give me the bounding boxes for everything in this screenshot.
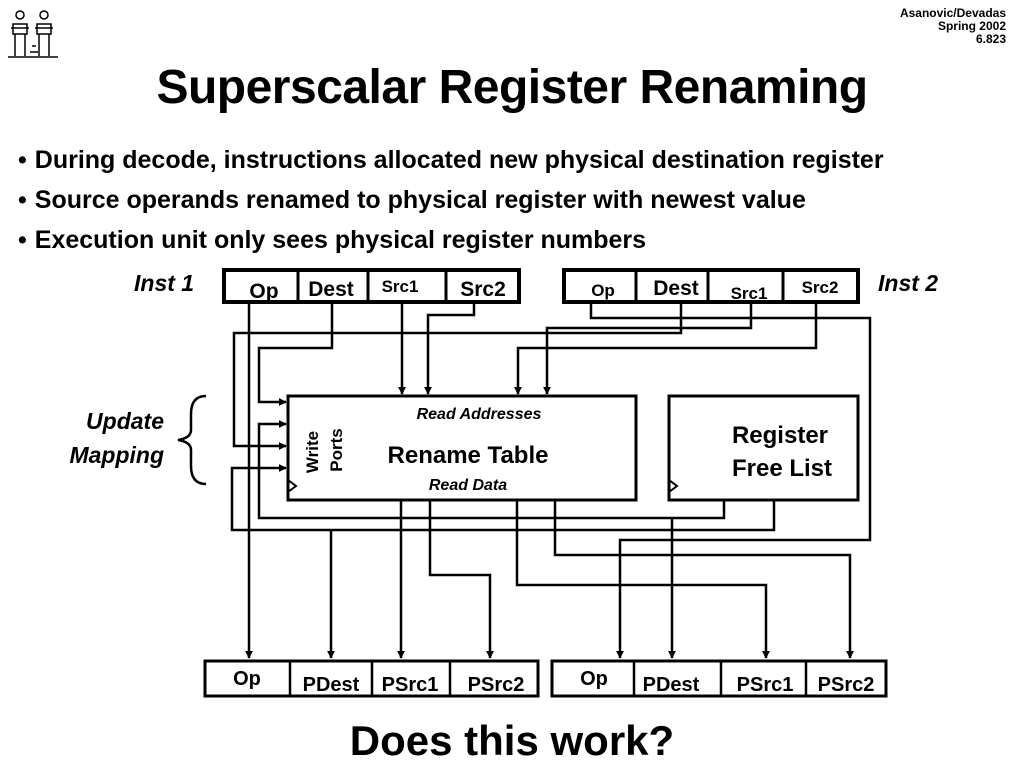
output2-pdest: PDest bbox=[643, 674, 700, 696]
inst1-src2: Src2 bbox=[460, 278, 506, 301]
bullet-source-operands: Source operands renamed to physical regi… bbox=[18, 180, 884, 220]
update-mapping-label-line2: Mapping bbox=[69, 442, 164, 468]
output2-fields: Op PDest PSrc1 PSrc2 bbox=[550, 659, 888, 698]
free-list-label-line1: Register bbox=[732, 422, 828, 449]
rename-table-label: Rename Table bbox=[388, 442, 549, 469]
inst1-label: Inst 1 bbox=[134, 270, 194, 296]
output2-register-frame bbox=[550, 659, 888, 698]
output2-psrc2: PSrc2 bbox=[818, 674, 875, 696]
read-data-label: Read Data bbox=[429, 477, 507, 494]
bullet-decode: During decode, instructions allocated ne… bbox=[18, 140, 884, 180]
inst1-fields: Op Dest Src1 Src2 bbox=[222, 268, 521, 304]
inst1-dest: Dest bbox=[308, 278, 354, 301]
inst2-dest: Dest bbox=[653, 277, 699, 300]
inst2-register-frame bbox=[562, 268, 860, 304]
register-free-list-box: Register Free List bbox=[667, 394, 860, 502]
inst2-op: Op bbox=[591, 281, 615, 300]
rename-table-box: Read Addresses Rename Table Read Data Wr… bbox=[286, 394, 638, 502]
inst1-src1: Src1 bbox=[382, 277, 419, 296]
free-list-label-line2: Free List bbox=[732, 455, 832, 482]
inst1-op: Op bbox=[249, 280, 278, 303]
update-mapping-brace bbox=[177, 394, 207, 486]
credit-course: 6.823 bbox=[975, 32, 1006, 46]
credit-term: Spring 2002 bbox=[937, 19, 1006, 33]
inst2-fields: Op Dest Src1 Src2 bbox=[562, 268, 860, 304]
mit-logo-icon bbox=[8, 10, 58, 58]
wires bbox=[230, 302, 872, 659]
inst2-label: Inst 2 bbox=[878, 270, 938, 296]
bullet-execution-unit: Execution unit only sees physical regist… bbox=[18, 220, 884, 260]
output1-fields: Op PDest PSrc1 PSrc2 bbox=[203, 659, 540, 698]
output2-psrc1: PSrc1 bbox=[737, 674, 794, 696]
output1-psrc2: PSrc2 bbox=[468, 674, 525, 696]
update-mapping-label-line1: Update bbox=[86, 408, 164, 434]
read-addresses-label: Read Addresses bbox=[417, 406, 542, 423]
inst1-register-frame bbox=[222, 268, 521, 304]
closing-question: Does this work? bbox=[349, 717, 675, 764]
slide-title: Superscalar Register Renaming bbox=[156, 61, 868, 114]
inst2-src1: Src1 bbox=[731, 284, 768, 303]
output1-pdest: PDest bbox=[303, 674, 360, 696]
inst2-src2: Src2 bbox=[802, 278, 839, 297]
output1-op: Op bbox=[233, 668, 261, 690]
bullet-list: During decode, instructions allocated ne… bbox=[18, 140, 884, 260]
credit-authors: Asanovic/Devadas bbox=[899, 6, 1006, 20]
write-ports-label-line1: Write bbox=[303, 431, 322, 473]
output1-psrc1: PSrc1 bbox=[382, 674, 439, 696]
write-ports-label-line2: Ports bbox=[327, 428, 346, 471]
output2-op: Op bbox=[580, 668, 608, 690]
course-credit: Asanovic/Devadas Spring 2002 6.823 bbox=[900, 7, 1006, 46]
